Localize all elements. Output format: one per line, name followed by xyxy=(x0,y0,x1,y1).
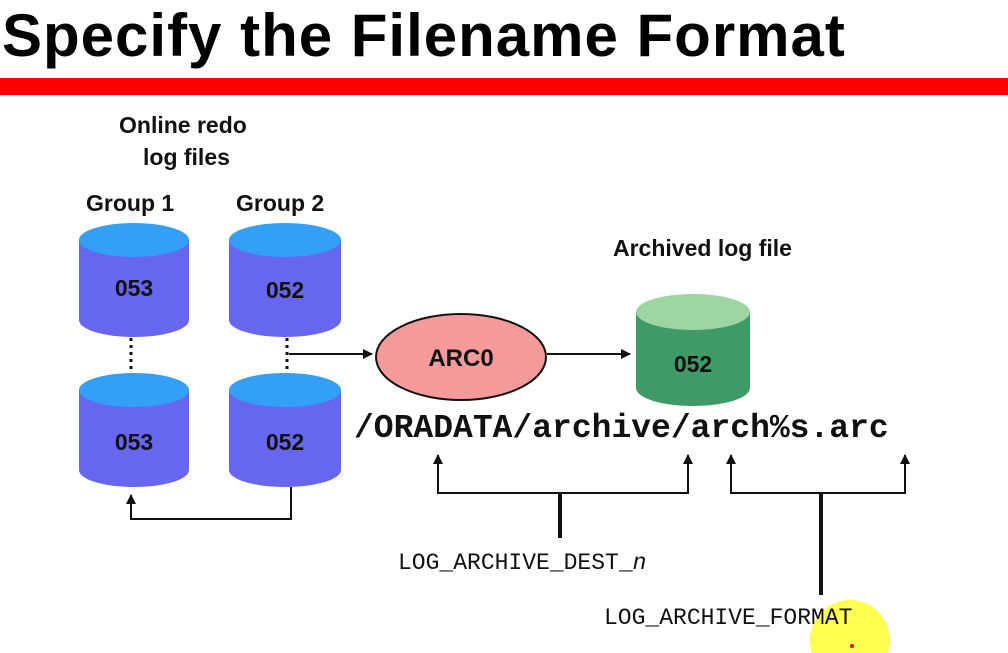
group1-label: Group 1 xyxy=(86,190,175,216)
redo-group1-member2-seq: 053 xyxy=(115,429,153,455)
online-redo-heading-line2: log files xyxy=(143,144,230,170)
redo-group2-member2-cylinder: 052 xyxy=(229,373,341,487)
format-bracket-left xyxy=(726,454,821,494)
cursor-dot xyxy=(850,644,854,648)
redo-group2-member2-seq: 052 xyxy=(266,429,304,455)
arc0-label: ARC0 xyxy=(428,345,493,372)
arc0-process: ARC0 xyxy=(375,313,547,401)
cursor-highlight xyxy=(810,600,890,653)
process-ellipse-icon xyxy=(375,313,547,401)
log-switch-arrow xyxy=(126,487,292,520)
log-archive-dest-suffix: n xyxy=(632,550,647,576)
redo-group2-member1-seq: 052 xyxy=(266,277,304,303)
archived-log-cylinder: 052 xyxy=(636,294,750,406)
log-archive-format-param: LOG_ARCHIVE_FORMAT xyxy=(604,605,853,631)
dest-bracket-right xyxy=(560,454,693,494)
page-title: Specify the Filename Format xyxy=(2,2,846,69)
title-underline-bar xyxy=(0,78,1008,95)
format-bracket-right xyxy=(821,454,910,494)
redo-group2-member1-cylinder: 052 xyxy=(229,223,341,337)
archive-path: /ORADATA/archive/arch%s.arc xyxy=(354,410,889,447)
redo-group1-member2-cylinder: 053 xyxy=(79,373,189,487)
group2-label: Group 2 xyxy=(236,190,325,216)
online-redo-heading-line1: Online redo xyxy=(119,112,247,138)
redo-group1-member1-cylinder: 053 xyxy=(79,223,189,337)
archived-log-seq: 052 xyxy=(674,351,712,377)
archived-heading: Archived log file xyxy=(613,235,792,261)
log-archive-dest-prefix: LOG_ARCHIVE_DEST_ xyxy=(398,550,633,576)
log-archive-dest-param: LOG_ARCHIVE_DEST_n xyxy=(398,550,646,576)
dest-bracket-left xyxy=(433,454,560,494)
redo-group1-member1-seq: 053 xyxy=(115,275,153,301)
